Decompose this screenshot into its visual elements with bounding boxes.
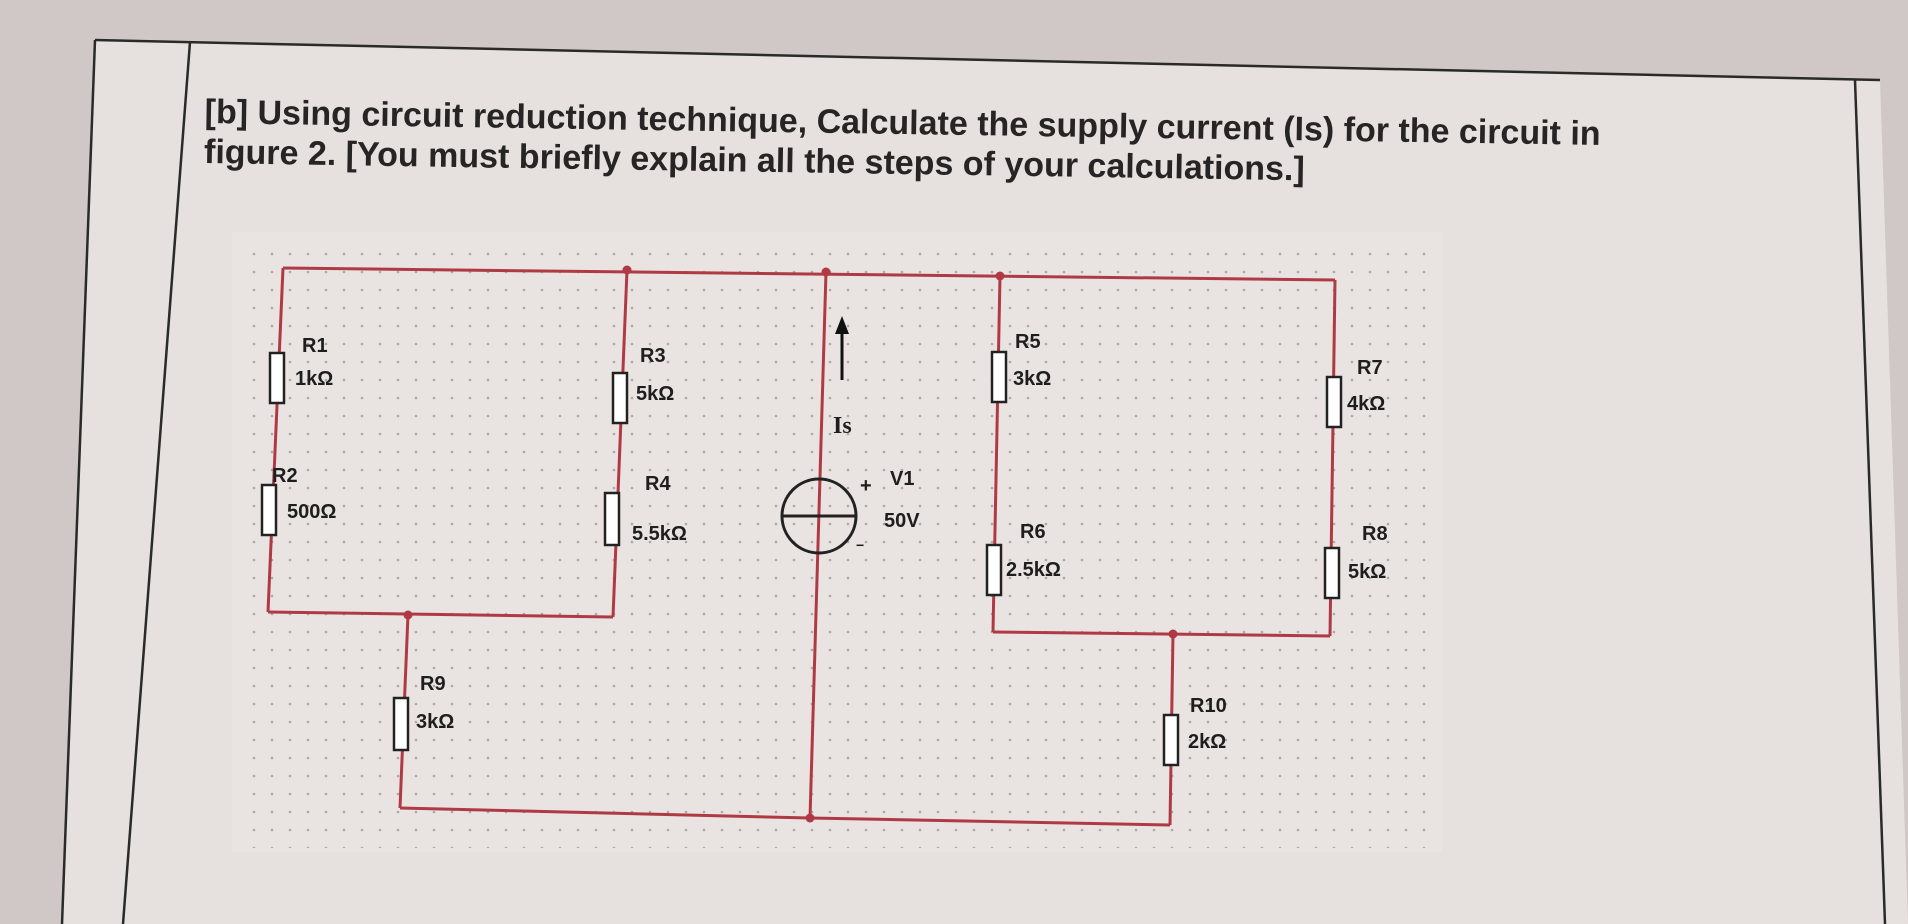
resistor-r10-value: 2kΩ	[1188, 731, 1226, 753]
resistor-r2: R2 500Ω	[260, 465, 336, 537]
resistor-r3: R3 5kΩ	[611, 345, 674, 425]
resistor-r4: R4 5.5kΩ	[603, 473, 687, 547]
resistor-r6-value: 2.5kΩ	[1006, 559, 1061, 581]
junction-dot	[403, 610, 413, 620]
resistor-r7-body	[1325, 375, 1343, 429]
voltage-source-minus: −	[856, 537, 864, 553]
resistor-r5: R5 3kΩ	[990, 331, 1051, 404]
resistor-r4-name: R4	[645, 473, 671, 495]
resistor-r3-name: R3	[640, 345, 666, 367]
current-arrow-head	[835, 316, 849, 334]
resistor-r3-body	[611, 371, 629, 425]
resistor-r8-value: 5kΩ	[1348, 561, 1386, 583]
resistor-r5-name: R5	[1015, 331, 1041, 353]
source-branch-wire	[808, 271, 828, 819]
resistor-r2-body	[260, 483, 278, 537]
resistor-r6-body	[985, 543, 1003, 597]
resistor-r8: R8 5kΩ	[1323, 523, 1388, 600]
junction-dot	[622, 265, 632, 275]
resistor-r10: R10 2kΩ	[1162, 695, 1227, 767]
resistor-r9-body	[392, 696, 410, 752]
resistor-r3-value: 5kΩ	[636, 383, 674, 405]
junction-dot	[995, 271, 1005, 281]
resistor-r4-body	[603, 491, 621, 547]
r3-r4-branch-wire	[611, 269, 629, 618]
resistor-r10-body	[1162, 713, 1180, 767]
current-label: Is	[833, 413, 852, 439]
voltage-source-v1: + − V1 50V	[780, 468, 920, 555]
resistor-r8-name: R8	[1362, 523, 1388, 545]
junction-dot	[1168, 629, 1178, 639]
breadboard-grid	[240, 238, 1435, 848]
resistor-r1-body	[268, 351, 286, 405]
top-rail-wire	[282, 266, 1336, 282]
resistor-r1-value: 1kΩ	[295, 368, 333, 390]
voltage-source-value: 50V	[884, 510, 920, 532]
resistor-r9-value: 3kΩ	[416, 711, 454, 733]
resistor-r1-name: R1	[302, 335, 328, 357]
resistor-r6-name: R6	[1020, 521, 1046, 543]
right-node-wire	[992, 630, 1331, 638]
resistor-r8-body	[1323, 546, 1341, 600]
voltage-source-name: V1	[890, 468, 914, 490]
resistor-r7-value: 4kΩ	[1347, 393, 1385, 415]
voltage-source-plus: +	[860, 475, 872, 497]
wires	[266, 266, 1337, 827]
resistor-r4-value: 5.5kΩ	[632, 523, 687, 545]
junction-dot	[821, 267, 831, 277]
resistor-r1: R1 1kΩ	[268, 335, 333, 405]
left-node-wire	[267, 610, 614, 619]
resistor-r7-name: R7	[1357, 357, 1383, 379]
resistor-r2-name: R2	[272, 465, 298, 487]
resistor-r5-body	[990, 350, 1008, 404]
junction-dot	[805, 813, 815, 823]
junction-dots	[403, 265, 1178, 823]
resistor-r9-name: R9	[420, 673, 446, 695]
resistor-r9: R9 3kΩ	[392, 673, 454, 752]
r1-r2-branch-wire	[266, 267, 285, 613]
resistor-r5-value: 3kΩ	[1013, 368, 1051, 390]
supply-current-indicator: Is	[833, 316, 852, 439]
resistor-r6: R6 2.5kΩ	[985, 521, 1061, 597]
resistor-r10-name: R10	[1190, 695, 1227, 717]
resistor-r7: R7 4kΩ	[1325, 357, 1385, 429]
resistor-r2-value: 500Ω	[287, 501, 336, 523]
